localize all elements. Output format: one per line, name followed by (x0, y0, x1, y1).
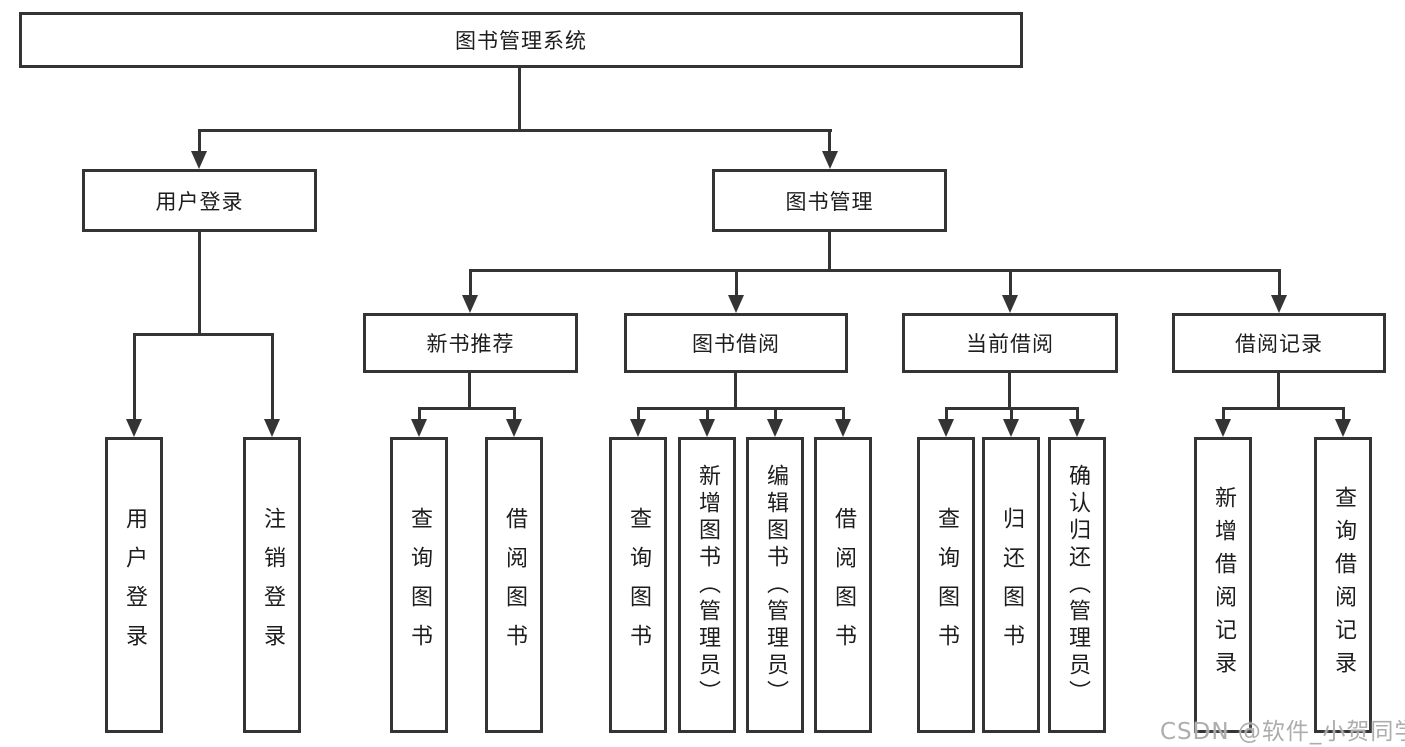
connector-drop-book-borrowing (735, 269, 738, 297)
node-label: 图书管理 (785, 189, 874, 214)
connector-user-login-stem (198, 232, 201, 335)
connector-drop-book-management (828, 129, 831, 155)
connector-drop-leaf-user-login (133, 333, 136, 421)
arrowhead-user-login (191, 151, 207, 169)
arrowhead-new-book (462, 295, 478, 313)
connector-drop (1222, 407, 1225, 421)
leaf-label: 注销登录 (260, 507, 285, 663)
leaf-label: 借阅图书 (831, 507, 856, 663)
node-label: 新书推荐 (426, 332, 515, 356)
connector-root-stem (518, 68, 521, 130)
leaf-borrow-books-borrowing: 借阅图书 (814, 437, 872, 733)
connector-book-management-stem (828, 232, 831, 271)
connector-drop-new-book (469, 269, 472, 297)
arrowhead-borrowing-records (1271, 295, 1287, 313)
connector-drop (945, 407, 948, 421)
leaf-label: 查询借阅记录 (1331, 486, 1356, 684)
arrowhead-book-borrowing (728, 295, 744, 313)
arrowhead-leaf (411, 419, 427, 437)
leaf-label: 用户登录 (122, 507, 147, 663)
arrowhead-leaf (1003, 419, 1019, 437)
arrowhead-book-management (822, 151, 838, 169)
arrowhead-current-borrowing (1002, 295, 1018, 313)
leaf-borrow-books-recommend: 借阅图书 (485, 437, 543, 733)
node-new-book-recommendation: 新书推荐 (363, 313, 578, 373)
arrowhead-leaf (630, 419, 646, 437)
leaf-label: 新增图书（管理员） (695, 463, 720, 707)
connector-borrowing-records-stem (1277, 373, 1280, 408)
arrowhead-leaf (1069, 419, 1085, 437)
connector-drop (513, 407, 516, 421)
arrowhead-leaf (938, 419, 954, 437)
leaf-label: 查询图书 (934, 507, 959, 663)
arrowhead-leaf (1335, 419, 1351, 437)
node-label: 当前借阅 (966, 332, 1054, 356)
connector-new-book-rail (418, 407, 516, 410)
leaf-query-books-borrowing: 查询图书 (609, 437, 667, 733)
connector-drop-user-login (198, 129, 201, 155)
arrowhead-leaf (506, 419, 522, 437)
arrowhead-leaf (699, 419, 715, 437)
connector-user-login-rail (133, 333, 274, 336)
leaf-label: 借阅图书 (502, 507, 527, 663)
leaf-edit-book-admin: 编辑图书（管理员） (746, 437, 804, 733)
leaf-label: 编辑图书（管理员） (763, 463, 788, 707)
connector-drop-current-borrowing (1009, 269, 1012, 297)
leaf-confirm-return-admin: 确认归还（管理员） (1048, 437, 1106, 733)
connector-drop (637, 407, 640, 421)
connector-drop-borrowing-records (1278, 269, 1281, 297)
node-library-management-system: 图书管理系统 (19, 12, 1023, 68)
csdn-watermark: CSDN @软件_小贺同学 (1160, 719, 1405, 745)
node-current-borrowing: 当前借阅 (902, 313, 1118, 373)
connector-current-borrowing-stem (1008, 373, 1011, 408)
connector-drop (1010, 407, 1013, 421)
leaf-add-book-admin: 新增图书（管理员） (678, 437, 736, 733)
leaf-label: 新增借阅记录 (1211, 486, 1236, 684)
leaf-add-borrow-record: 新增借阅记录 (1194, 437, 1252, 733)
node-label: 借阅记录 (1235, 332, 1323, 356)
connector-borrowing-records-rail (1222, 407, 1344, 410)
node-label: 用户登录 (155, 189, 244, 214)
leaf-query-books-current: 查询图书 (917, 437, 975, 733)
connector-drop (1076, 407, 1079, 421)
node-book-management: 图书管理 (712, 169, 947, 232)
leaf-label: 归还图书 (999, 507, 1024, 663)
connector-drop (1342, 407, 1345, 421)
node-borrowing-records: 借阅记录 (1172, 313, 1386, 373)
leaf-label: 查询图书 (626, 507, 651, 663)
connector-drop (418, 407, 421, 421)
connector-book-management-rail (469, 269, 1281, 272)
connector-book-borrowing-rail (637, 407, 845, 410)
leaf-label: 确认归还（管理员） (1065, 463, 1090, 707)
connector-drop (706, 407, 709, 421)
arrowhead-leaf (835, 419, 851, 437)
arrowhead-leaf (767, 419, 783, 437)
node-label: 图书管理系统 (455, 29, 587, 53)
connector-drop (842, 407, 845, 421)
connector-new-book-stem (468, 373, 471, 408)
arrowhead-leaf-user-login (126, 419, 142, 437)
connector-book-borrowing-stem (734, 373, 737, 408)
node-label: 图书借阅 (692, 332, 780, 356)
leaf-query-books-recommend: 查询图书 (390, 437, 448, 733)
connector-drop (774, 407, 777, 421)
leaf-label: 查询图书 (407, 507, 432, 663)
node-book-borrowing: 图书借阅 (624, 313, 848, 373)
arrowhead-leaf-logout (264, 419, 280, 437)
leaf-user-login: 用户登录 (105, 437, 163, 733)
connector-root-rail (198, 129, 832, 132)
arrowhead-leaf (1215, 419, 1231, 437)
leaf-logout: 注销登录 (243, 437, 301, 733)
connector-drop-leaf-logout (271, 333, 274, 421)
leaf-query-borrow-record: 查询借阅记录 (1314, 437, 1372, 733)
leaf-return-book: 归还图书 (982, 437, 1040, 733)
node-user-login: 用户登录 (82, 169, 317, 232)
